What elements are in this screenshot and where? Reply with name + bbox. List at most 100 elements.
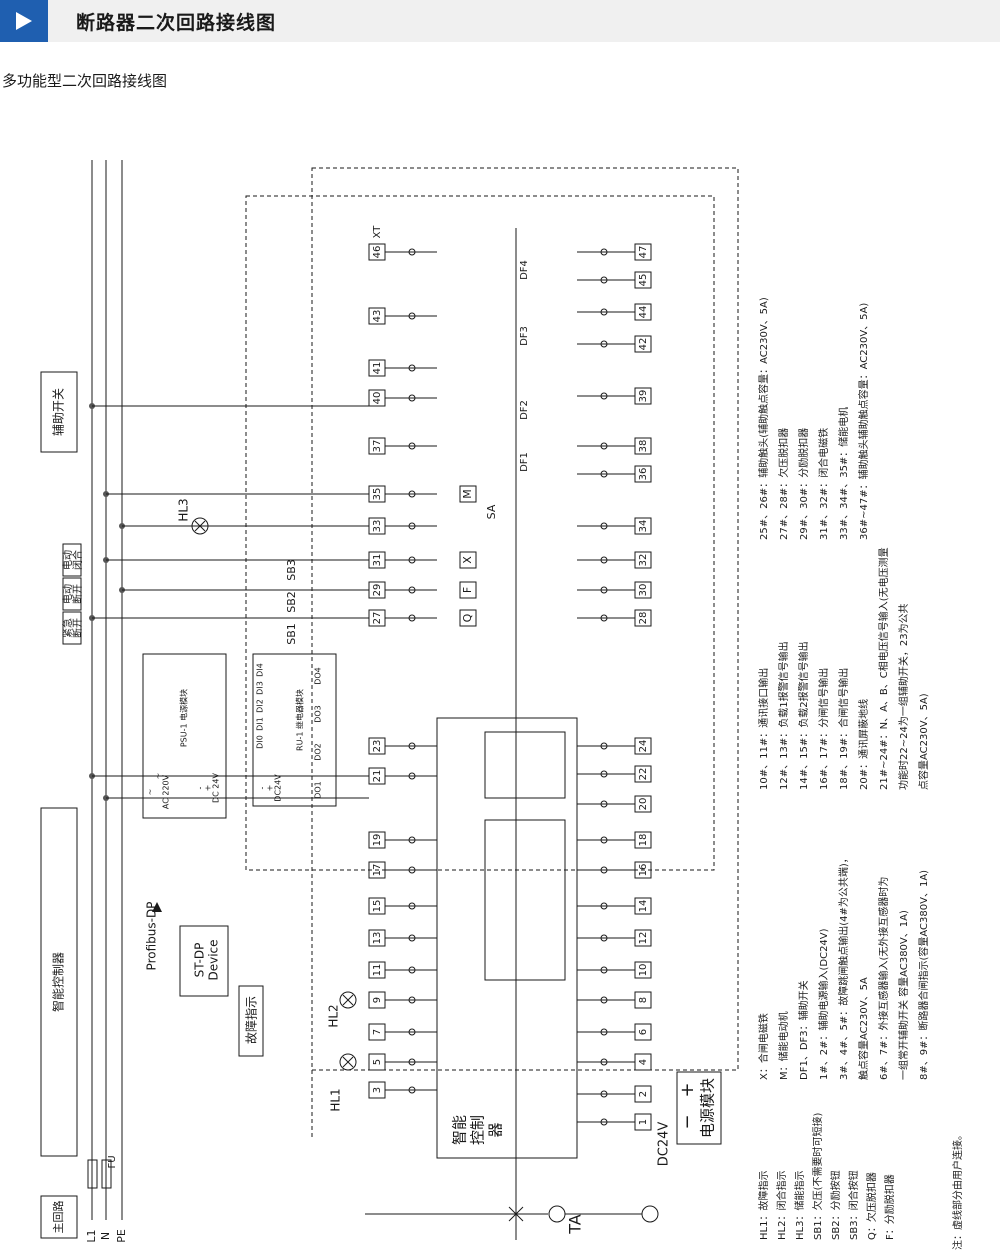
connector-4: [600, 1058, 608, 1066]
connector-8: [600, 996, 608, 1004]
connector-2: [600, 1090, 608, 1098]
terminal-label-8: 8: [638, 997, 649, 1003]
legend4-line-3: 31#、32#：闭合电磁铁: [817, 428, 830, 540]
terminal-label-35: 35: [372, 488, 383, 501]
df2-label: DF2: [519, 400, 530, 420]
hl1-label: HL1: [329, 1088, 343, 1111]
legend2-line-5: 触点容量AC230V、5A: [857, 977, 870, 1080]
main-circuit-box-label: 主回路: [52, 1201, 65, 1234]
relay-di-0: DI0: [256, 735, 265, 749]
connector-15: [408, 902, 416, 910]
connector-13: [408, 934, 416, 942]
legend3-line-8: 点容量AC230V、5A): [917, 693, 930, 790]
df4-label: DF4: [519, 260, 530, 280]
psu-ac-label-0: ~: [146, 789, 155, 796]
terminal-label-38: 38: [638, 440, 649, 453]
terminal-label-2: 2: [638, 1091, 649, 1097]
hl2-lamp: [339, 991, 357, 1009]
connector-36: [600, 470, 608, 478]
relay-do-0: DO1: [314, 781, 323, 799]
terminal-label-36: 36: [638, 468, 649, 481]
connector-30: [600, 586, 608, 594]
connector-46: [408, 248, 416, 256]
psu-dc-label-0: -: [196, 786, 205, 789]
terminal-label-39: 39: [638, 390, 649, 403]
relay-di-2: DI2: [256, 699, 265, 713]
hl3-lamp: [191, 517, 209, 535]
legend2-line-8: 8#、9#：断路器合闸指示(容量AC380V、1A): [917, 870, 930, 1080]
relay-di-1: DI1: [256, 717, 265, 731]
terminal-label-9: 9: [372, 997, 383, 1003]
legend2-line-6: 6#、7#：外接互感器输入(无外接互感器时为: [877, 877, 890, 1080]
legend3-line-5: 20#：通讯屏蔽地线: [857, 699, 870, 790]
terminal-label-42: 42: [638, 338, 649, 351]
connector-12: [600, 934, 608, 942]
terminal-label-12: 12: [638, 932, 649, 945]
profibus-label: Profibus-DP: [145, 902, 159, 971]
connector-40: [408, 394, 416, 402]
legend1-line-1: HL2：闭合指示: [775, 1171, 788, 1240]
hl2-lamp-cross-b: [342, 994, 354, 1006]
connector-17: [408, 866, 416, 874]
legend3-line-6: 21#~24#：N、A、B、C相电压信号输入(无电压测量: [877, 547, 890, 790]
legend1-line-6: Q：欠压脱扣器: [865, 1172, 878, 1240]
connector-20: [600, 800, 608, 808]
terminal-label-21: 21: [372, 770, 383, 783]
coil-label-x: X: [461, 556, 474, 564]
connector-29: [408, 586, 416, 594]
terminal-label-46: 46: [372, 246, 383, 259]
connector-7: [408, 1028, 416, 1036]
connector-27: [408, 614, 416, 622]
connector-6: [600, 1028, 608, 1036]
psu-ac-label-1: ~: [154, 773, 163, 780]
legend4-line-5: 36#~47#：辅助触头辅助触点容量：AC230V、5A): [857, 303, 870, 540]
connector-21: [408, 772, 416, 780]
terminal-label-44: 44: [638, 306, 649, 319]
connector-9: [408, 996, 416, 1004]
terminal-label-7: 7: [372, 1029, 383, 1035]
play-icon: [0, 0, 48, 42]
legend4-line-2: 29#、30#：分励脱扣器: [797, 428, 810, 540]
connector-38: [600, 442, 608, 450]
df1-label: DF1: [519, 452, 530, 472]
terminal-label-37: 37: [372, 440, 383, 453]
connector-18: [600, 836, 608, 844]
coil-f: [459, 581, 477, 599]
terminal-label-4: 4: [638, 1059, 649, 1065]
st-dp-label: ST-DP: [193, 943, 207, 978]
relay-dc-label-2: DC24V: [274, 774, 283, 802]
terminal-label-29: 29: [372, 584, 383, 597]
connector-41: [408, 364, 416, 372]
connector-35: [408, 490, 416, 498]
psu-title: PSU-1 电源模块: [179, 689, 189, 747]
terminal-label-31: 31: [372, 554, 383, 567]
relay-dc-label-1: +: [266, 785, 275, 792]
terminal-label-14: 14: [638, 900, 649, 913]
connector-39: [600, 392, 608, 400]
hl3-lamp-cross-b: [194, 520, 206, 532]
bus-label-n: N: [99, 1232, 112, 1240]
page-title: 断路器二次回路接线图: [76, 12, 277, 34]
controller-label-1: 智能: [451, 1115, 469, 1145]
terminal-label-32: 32: [638, 554, 649, 567]
legend1-line-3: SB1：欠压(不需要时可短接): [811, 1113, 824, 1240]
df3-label: DF3: [519, 326, 530, 346]
relay-di-4: DI4: [256, 663, 265, 677]
coil-label-m: M: [461, 489, 474, 499]
connector-22: [600, 770, 608, 778]
sb1-label: SB1: [285, 623, 298, 645]
legend3-line-0: 10#、11#：通讯接口输出: [757, 668, 770, 790]
terminal-label-24: 24: [638, 740, 649, 753]
connector-44: [600, 308, 608, 316]
legend1-line-7: F：分励脱扣器: [883, 1174, 896, 1240]
legend2-line-7: 一组常开辅助开关 容量AC380V、1A): [897, 910, 910, 1080]
terminal-label-17: 17: [372, 864, 383, 877]
connector-14: [600, 902, 608, 910]
terminal-label-22: 22: [638, 768, 649, 781]
terminal-label-27: 27: [372, 612, 383, 625]
connector-45: [600, 276, 608, 284]
connector-5: [408, 1058, 416, 1066]
controller-label-3: 器: [487, 1122, 505, 1137]
connector-3: [408, 1086, 416, 1094]
ta-label: TA: [566, 1214, 585, 1235]
